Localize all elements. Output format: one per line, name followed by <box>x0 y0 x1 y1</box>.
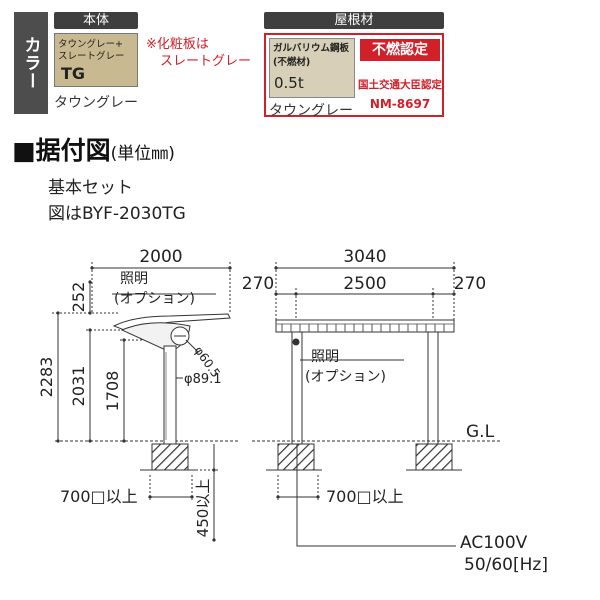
side-lighting-option: (オプション) <box>114 291 195 307</box>
dim-2283-label: 2283 <box>37 357 56 398</box>
front-overhang-right-label: 270 <box>454 274 486 294</box>
fireproof-badge: 不燃認定 <box>360 39 440 61</box>
power-cable <box>296 444 456 547</box>
power-supply-voltage: AC100V <box>460 533 528 553</box>
front-roof-ribs <box>281 324 445 332</box>
set-name: 基本セット <box>48 178 133 198</box>
front-lighting-label: 照明 <box>311 349 339 365</box>
front-foundation-right <box>415 443 453 471</box>
front-light-fixture <box>292 338 300 346</box>
roof-color-caption: タウングレー <box>269 103 353 119</box>
model-note: 図はBYF-2030TG <box>48 204 186 224</box>
body-swatch-line1: タウングレー+ <box>58 39 123 50</box>
drawing-title-unit: (単位㎜) <box>110 144 175 164</box>
drawing-title-text: ■据付図 <box>12 136 111 165</box>
body-swatch-code: TG <box>61 64 86 83</box>
front-post-left <box>291 331 303 445</box>
roof-swatch-line1: ガルバリウム鋼板 <box>273 43 350 54</box>
front-post-right <box>427 331 439 445</box>
body-color-note-line2: スレートグレー <box>160 54 252 69</box>
cert-authority-text: 国土交通大臣認定 <box>358 79 442 91</box>
roof-swatch-line2: (不燃材) <box>273 57 311 68</box>
roof-material-header: 屋根材 <box>264 12 444 29</box>
dim-252-label: 252 <box>69 282 88 313</box>
front-total-width-label: 3040 <box>343 247 386 267</box>
drawing-title: ■据付図(単位㎜) <box>12 131 175 167</box>
side-width-label: 2000 <box>139 247 182 267</box>
front-roof-beam <box>275 319 455 333</box>
power-supply-frequency: 50/60[Hz] <box>464 555 548 575</box>
body-color-header: 本体 <box>54 12 138 29</box>
body-color-note-line1: ※化粧板は <box>146 37 209 52</box>
front-view <box>252 262 500 547</box>
roof-color-swatch: ガルバリウム鋼板 (不燃材) 0.5t <box>269 38 355 98</box>
body-color-caption: タウングレー <box>54 95 138 111</box>
foundation-depth-label: 450以上 <box>194 479 212 538</box>
color-section-label: カラー <box>14 12 48 114</box>
ground-level-label: G.L <box>466 422 495 442</box>
front-overhang-left-label: 270 <box>242 274 274 294</box>
roof-material-box: ガルバリウム鋼板 (不燃材) 0.5t タウングレー 不燃認定 国土交通大臣認定… <box>264 33 444 119</box>
front-foundation-left <box>277 443 315 471</box>
side-foundation <box>151 443 189 471</box>
side-foundation-width-label: 700□以上 <box>60 487 138 506</box>
pipe-large-label: φ89.1 <box>184 372 222 387</box>
dim-1708-label: 1708 <box>103 371 122 412</box>
dimension-ticks <box>56 266 456 542</box>
body-swatch-line2: スレートグレー <box>58 51 125 62</box>
dim-2031-label: 2031 <box>69 366 88 407</box>
body-color-swatch: タウングレー+ スレートグレー TG <box>54 33 138 87</box>
side-view <box>52 262 240 540</box>
cert-number-text: NM-8697 <box>369 97 431 111</box>
pipe-small-leader <box>185 339 199 353</box>
front-lighting-option: (オプション) <box>305 369 386 385</box>
roof-swatch-thickness: 0.5t <box>274 74 304 92</box>
front-span-label: 2500 <box>343 274 386 294</box>
side-lighting-label: 照明 <box>120 271 148 287</box>
front-foundation-width-label: 700□以上 <box>326 487 404 506</box>
